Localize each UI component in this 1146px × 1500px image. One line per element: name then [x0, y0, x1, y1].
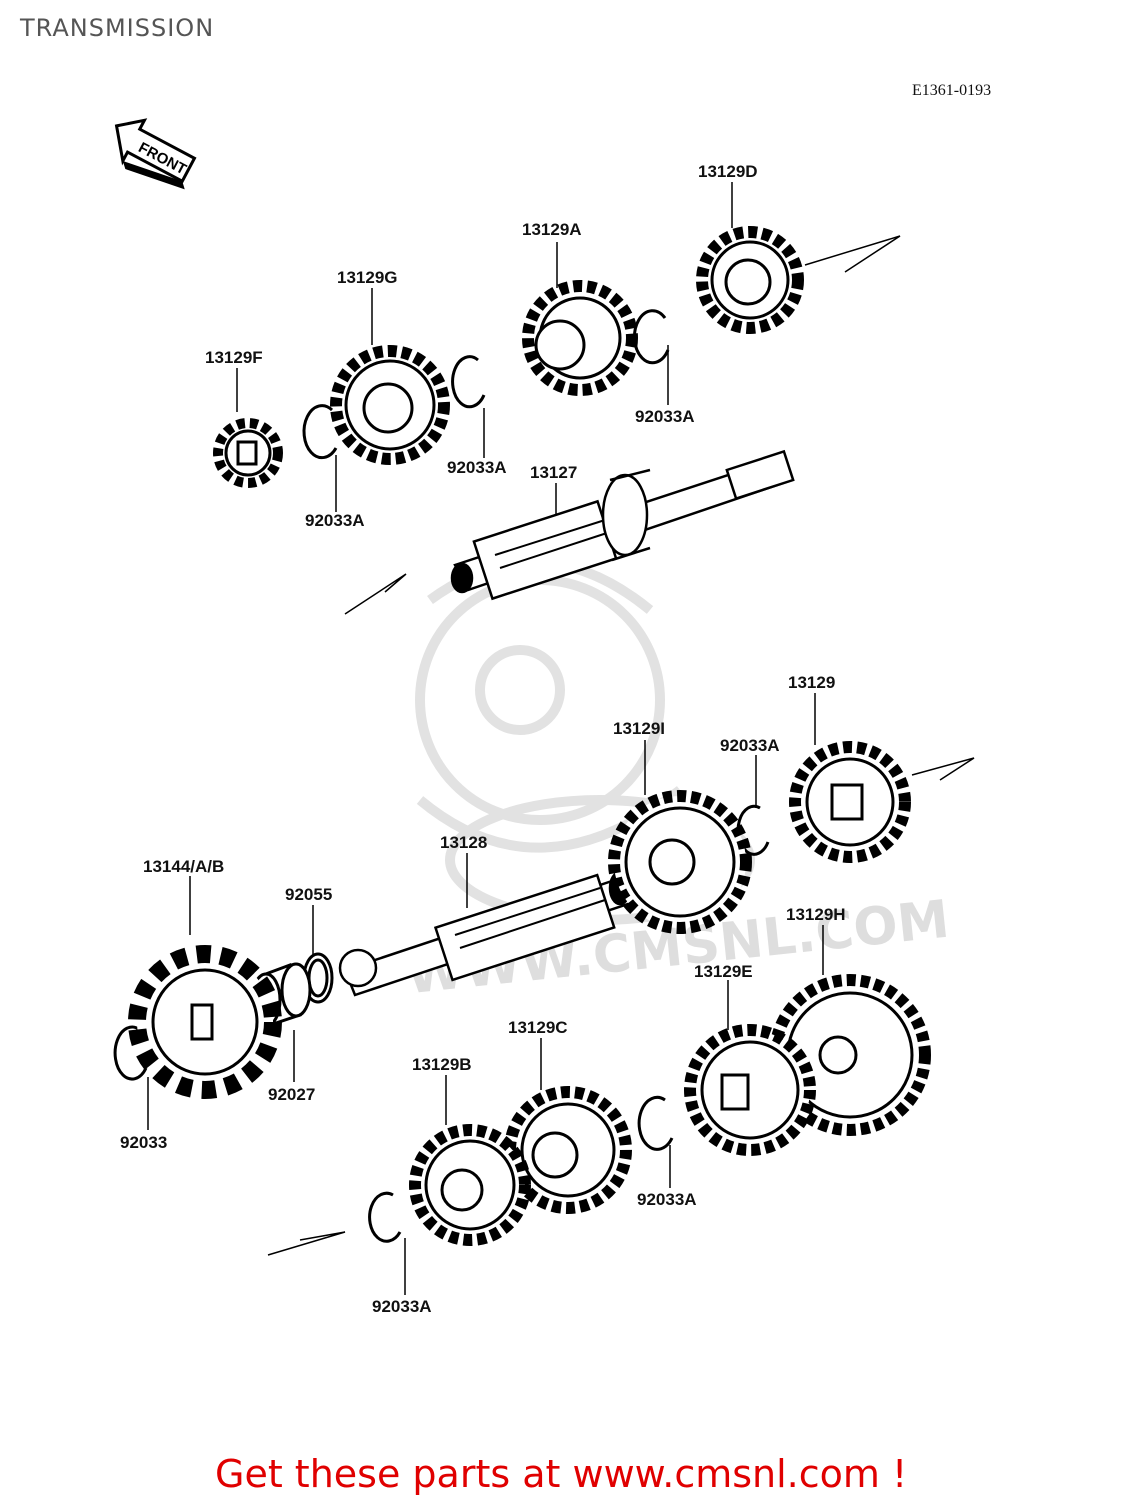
gear-13129B	[409, 1124, 531, 1246]
axis-lines	[267, 235, 975, 1256]
callout-92055[interactable]: 92055	[285, 885, 333, 904]
callout-13129E[interactable]: 13129E	[694, 962, 753, 981]
callout-92027[interactable]: 92027	[268, 1085, 316, 1104]
callout-13129G[interactable]: 13129G	[337, 268, 398, 287]
gear-13129F	[213, 418, 283, 488]
callout-92033A-upper-left[interactable]: 92033A	[305, 511, 365, 530]
sprocket-13144	[128, 945, 282, 1099]
gear-13129C	[504, 1086, 632, 1214]
callout-13129A[interactable]: 13129A	[522, 220, 582, 239]
callout-13127[interactable]: 13127	[530, 463, 578, 482]
front-arrow-icon: FRONT	[114, 118, 197, 190]
gear-13129I	[608, 790, 752, 934]
gear-13129	[789, 741, 911, 863]
callout-92033A-lower-mid[interactable]: 92033A	[637, 1190, 697, 1209]
gear-13129E	[684, 1024, 816, 1156]
callout-13129C[interactable]: 13129C	[508, 1018, 568, 1037]
callout-13129D[interactable]: 13129D	[698, 162, 758, 181]
callout-92033A-lower-left[interactable]: 92033A	[372, 1297, 432, 1316]
exploded-parts-diagram: FRONT	[113, 118, 975, 1295]
diagram-code: E1361-0193	[912, 82, 992, 99]
callout-13129I[interactable]: 13129I	[613, 719, 665, 738]
gear-13129A	[522, 280, 638, 396]
callout-13129[interactable]: 13129	[788, 673, 836, 692]
page-title: TRANSMISSION	[20, 14, 215, 42]
callout-92033A-lower-right[interactable]: 92033A	[720, 736, 780, 755]
callout-13129H[interactable]: 13129H	[786, 905, 846, 924]
callout-13129B[interactable]: 13129B	[412, 1055, 472, 1074]
gear-13129D	[696, 226, 804, 334]
gear-13129G	[330, 345, 450, 465]
callout-13128[interactable]: 13128	[440, 833, 488, 852]
callout-92033A-upper-right[interactable]: 92033A	[635, 407, 695, 426]
footer-parts-link[interactable]: Get these parts at www.cmsnl.com !	[215, 1452, 908, 1496]
callout-13129F[interactable]: 13129F	[205, 348, 263, 367]
callout-92033[interactable]: 92033	[120, 1133, 168, 1152]
callout-92033A-upper-mid[interactable]: 92033A	[447, 458, 507, 477]
callout-13144[interactable]: 13144/A/B	[143, 857, 225, 876]
shaft-13128	[338, 870, 642, 997]
shaft-13127	[450, 449, 795, 601]
leader-lines	[147, 182, 824, 1295]
